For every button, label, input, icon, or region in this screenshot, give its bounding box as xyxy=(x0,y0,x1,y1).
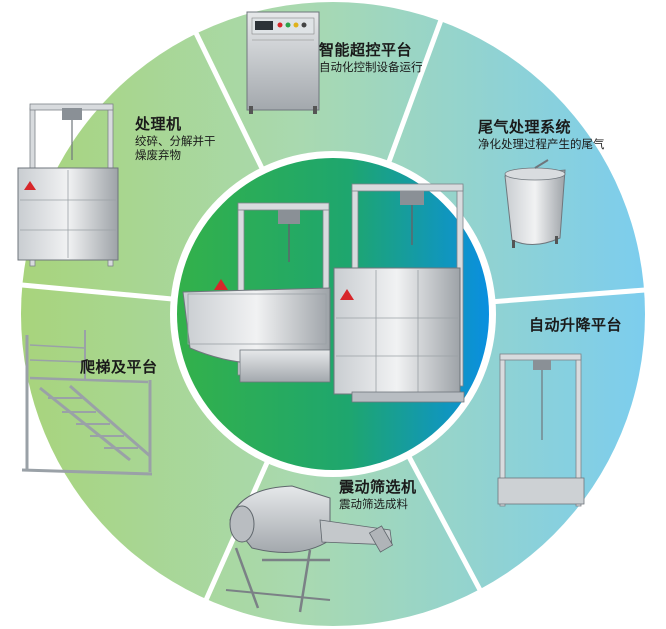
lift-frame-icon xyxy=(497,353,585,507)
label-lift: 自动升降平台 xyxy=(529,316,622,335)
ladder-platform-icon xyxy=(21,330,153,476)
label-processor-title: 处理机 xyxy=(135,115,182,133)
label-ladder: 爬梯及平台 xyxy=(80,358,158,377)
exhaust-tank-icon xyxy=(504,159,566,248)
label-sieve: 震动筛选机 震动筛选成料 xyxy=(339,478,417,511)
processor-machine-icon xyxy=(17,103,119,267)
label-exhaust-title: 尾气处理系统 xyxy=(478,118,572,136)
label-control-subtitle: 自动化控制设备运行 xyxy=(319,59,423,74)
label-ladder-title: 爬梯及平台 xyxy=(80,358,158,376)
label-sieve-subtitle: 震动筛选成料 xyxy=(339,496,408,511)
label-processor: 处理机 绞碎、分解并干 燥废弃物 xyxy=(135,115,216,163)
label-processor-subtitle: 绞碎、分解并干 燥废弃物 xyxy=(135,133,216,163)
label-exhaust: 尾气处理系统 净化处理过程产生的尾气 xyxy=(478,118,605,151)
label-lift-title: 自动升降平台 xyxy=(529,316,623,334)
vibrating-sieve-icon xyxy=(225,485,394,613)
main-processing-machine xyxy=(182,183,465,403)
label-control: 智能超控平台 自动化控制设备运行 xyxy=(319,41,423,74)
label-exhaust-subtitle: 净化处理过程产生的尾气 xyxy=(478,136,605,151)
label-control-title: 智能超控平台 xyxy=(319,41,413,59)
label-sieve-title: 震动筛选机 xyxy=(339,478,417,496)
control-cabinet-icon xyxy=(246,11,320,114)
